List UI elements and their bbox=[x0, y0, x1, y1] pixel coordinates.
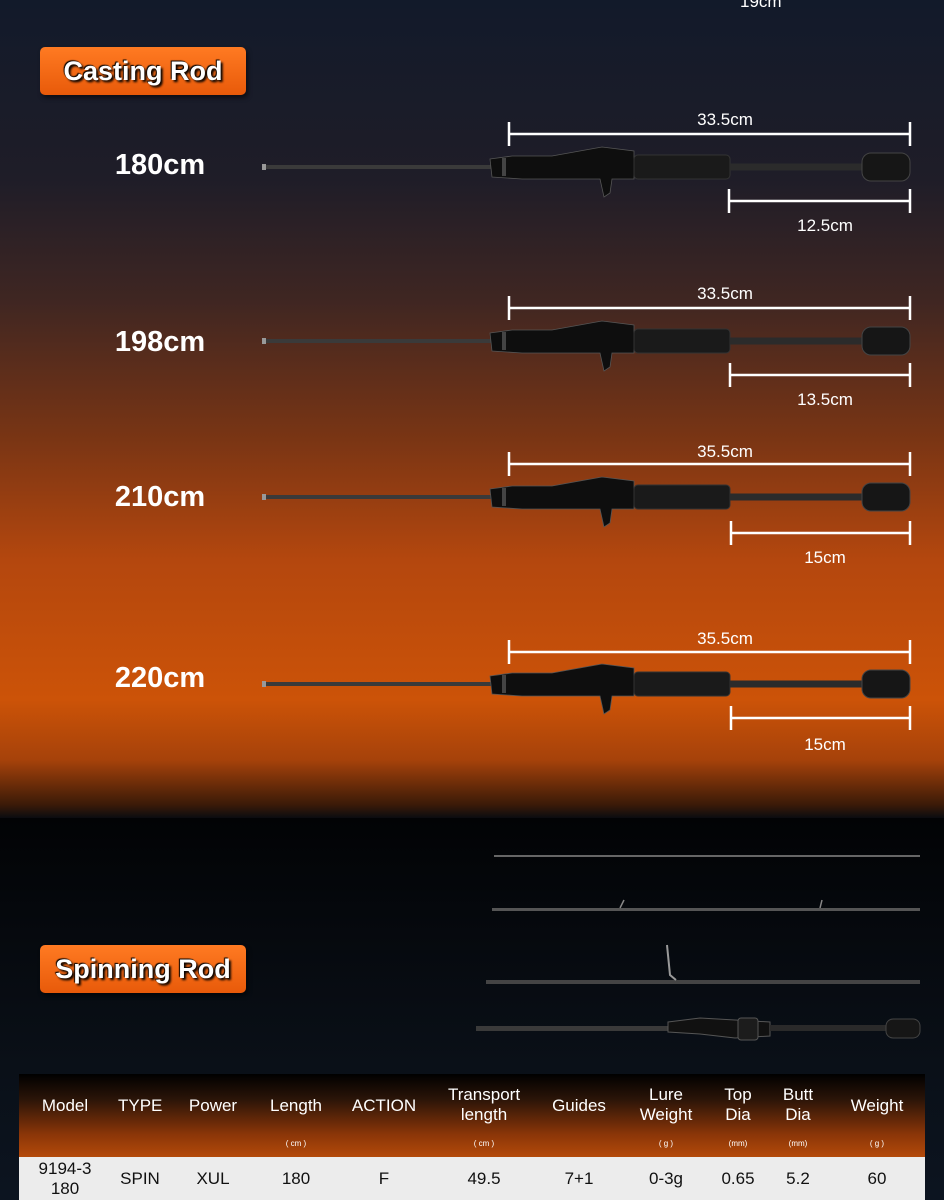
column-header: Transport length ( cm ) bbox=[433, 1074, 535, 1157]
column-header: Power bbox=[169, 1074, 257, 1157]
column-header-label: Transport length bbox=[447, 1085, 521, 1124]
column-header-label: Power bbox=[188, 1096, 238, 1115]
spec-table: Model TYPE Power Length ( cm ) ACTION Transpor… bbox=[19, 1074, 925, 1200]
rear-grip-length-label: 15cm bbox=[804, 548, 846, 567]
column-header-label: TYPE bbox=[118, 1096, 163, 1115]
casting-rod-badge: Casting Rod bbox=[40, 47, 246, 95]
table-cell: 180 bbox=[281, 1168, 311, 1188]
table-cell: 60 bbox=[867, 1168, 887, 1188]
rod-length-label: 180cm bbox=[114, 149, 206, 181]
handle-length-label: 35.5cm bbox=[697, 442, 753, 461]
column-header: Model bbox=[19, 1074, 111, 1157]
column-header-label: Model bbox=[41, 1096, 89, 1115]
column-unit: ( g ) bbox=[658, 1139, 674, 1148]
column-unit: ( cm ) bbox=[473, 1139, 495, 1148]
column-header-label: Top Dia bbox=[724, 1085, 752, 1124]
column-header: Guides bbox=[535, 1074, 623, 1157]
spec-table-header: Model TYPE Power Length ( cm ) ACTION Transpor… bbox=[19, 1074, 925, 1157]
spinning-rod-sections bbox=[476, 855, 921, 1041]
column-header: Butt Dia (mm) bbox=[767, 1074, 829, 1157]
table-cell: 49.5 bbox=[467, 1168, 501, 1188]
column-header-label: Weight bbox=[850, 1096, 904, 1115]
handle-length-label: 33.5cm bbox=[697, 110, 753, 129]
table-cell: 9194-3 180 bbox=[38, 1158, 92, 1198]
table-cell: SPIN bbox=[120, 1168, 160, 1188]
cut-dimension-label: 19cm bbox=[740, 0, 782, 11]
column-header: Top Dia (mm) bbox=[709, 1074, 767, 1157]
rod-length-label: 220cm bbox=[114, 662, 206, 694]
rear-grip-length-label: 15cm bbox=[804, 735, 846, 754]
column-header-label: ACTION bbox=[351, 1096, 417, 1115]
rear-grip-length-label: 13.5cm bbox=[797, 390, 853, 409]
column-header-label: Butt Dia bbox=[782, 1085, 814, 1124]
table-row: 9194-3 180 SPIN XUL 180 F 49.5 7+1 0-3g 0.65 5.2 6… bbox=[19, 1157, 925, 1200]
table-cell: 0-3g bbox=[648, 1168, 684, 1188]
spinning-rod-badge: Spinning Rod bbox=[40, 945, 246, 993]
casting-rod-1 bbox=[261, 122, 912, 213]
table-cell: 0.65 bbox=[721, 1168, 755, 1188]
table-cell: 7+1 bbox=[564, 1168, 594, 1188]
column-header: ACTION bbox=[335, 1074, 433, 1157]
rear-grip-length-label: 12.5cm bbox=[797, 216, 853, 235]
column-header-label: Lure Weight bbox=[639, 1085, 693, 1124]
casting-rod-4 bbox=[261, 640, 912, 730]
handle-length-label: 33.5cm bbox=[697, 284, 753, 303]
column-header: TYPE bbox=[111, 1074, 169, 1157]
column-header: Length ( cm ) bbox=[257, 1074, 335, 1157]
column-unit: (mm) bbox=[788, 1139, 808, 1148]
handle-length-label: 35.5cm bbox=[697, 629, 753, 648]
column-header-label: Length bbox=[270, 1096, 322, 1115]
column-header: Lure Weight ( g ) bbox=[623, 1074, 709, 1157]
column-unit: ( cm ) bbox=[285, 1139, 307, 1148]
rod-length-label: 210cm bbox=[114, 481, 206, 513]
casting-rod-3 bbox=[261, 452, 912, 545]
table-cell: 5.2 bbox=[786, 1168, 810, 1188]
table-cell: XUL bbox=[196, 1168, 230, 1188]
column-header-label: Guides bbox=[552, 1096, 606, 1115]
column-header: Weight ( g ) bbox=[829, 1074, 925, 1157]
rod-length-label: 198cm bbox=[114, 326, 206, 358]
table-cell: F bbox=[378, 1168, 390, 1188]
casting-rod-2 bbox=[261, 296, 912, 387]
column-unit: (mm) bbox=[728, 1139, 748, 1148]
column-unit: ( g ) bbox=[869, 1139, 885, 1148]
